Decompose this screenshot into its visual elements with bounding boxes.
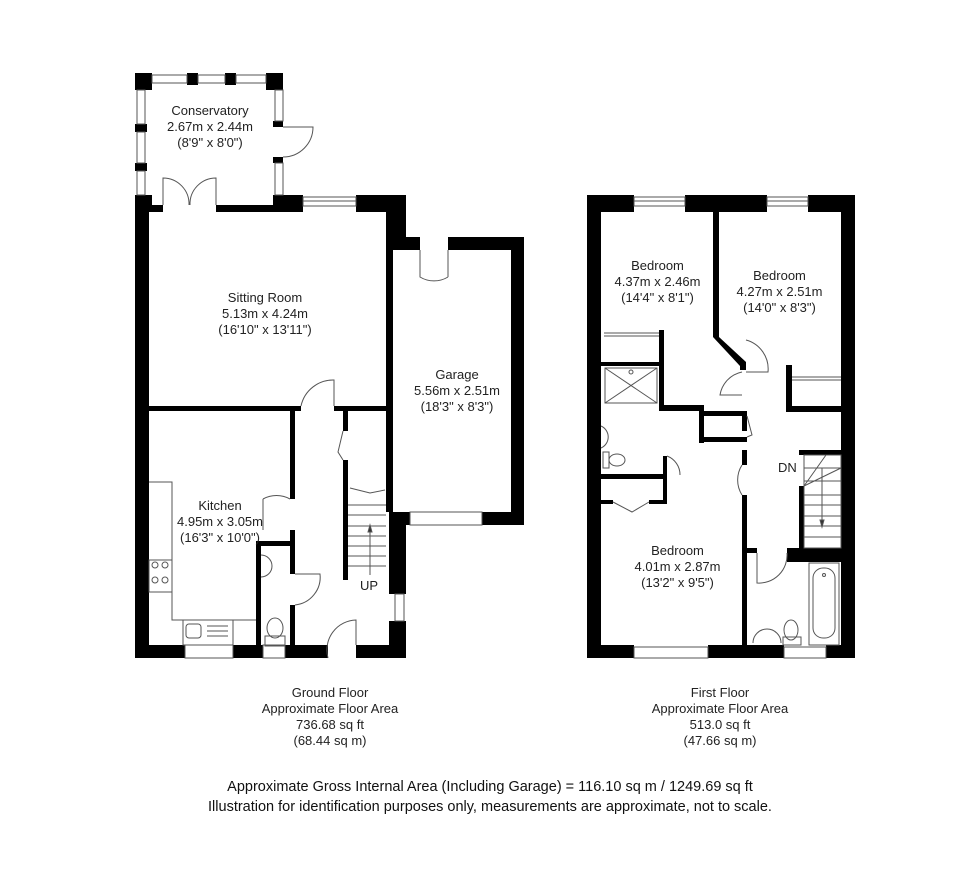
disclaimer: Illustration for identification purposes… [208, 799, 772, 815]
room-label-bedroom-1: Bedroom 4.37m x 2.46m (14'4" x 8'1") [600, 258, 715, 306]
room-dimensions-imperial: (16'10" x 13'11") [218, 322, 312, 337]
room-dimensions-imperial: (14'4" x 8'1") [621, 290, 694, 305]
floor-area-label: Approximate Floor Area [261, 701, 399, 716]
ground-floor-fixtures [136, 74, 483, 659]
room-dimensions-imperial: (18'3" x 8'3") [420, 399, 494, 414]
room-dimensions-metric: 4.27m x 2.51m [736, 284, 823, 299]
room-dimensions-imperial: (13'2" x 9'5") [641, 575, 714, 590]
first-floor-plan [587, 195, 855, 658]
room-name: Bedroom [651, 543, 704, 558]
room-dimensions-metric: 4.01m x 2.87m [634, 559, 721, 574]
room-dimensions-imperial: (14'0" x 8'3") [743, 300, 816, 315]
floor-area-sqm: (68.44 sq m) [293, 733, 367, 748]
room-dimensions-imperial: (16'3" x 10'0") [180, 530, 260, 545]
room-dimensions-metric: 5.56m x 2.51m [414, 383, 500, 398]
first-floor-caption: First Floor Approximate Floor Area 513.0… [620, 685, 820, 749]
room-name: Bedroom [631, 258, 684, 273]
room-label-kitchen: Kitchen 4.95m x 3.05m (16'3" x 10'0") [170, 498, 270, 546]
room-name: Kitchen [198, 498, 242, 513]
room-name: Garage [435, 367, 479, 382]
ground-floor-plan [135, 73, 524, 658]
room-label-conservatory: Conservatory 2.67m x 2.44m (8'9" x 8'0") [148, 103, 272, 151]
room-label-bedroom-3: Bedroom 4.01m x 2.87m (13'2" x 9'5") [615, 543, 740, 591]
room-name: Bedroom [753, 268, 806, 283]
stairs-up-label: UP [360, 578, 379, 593]
room-label-sitting-room: Sitting Room 5.13m x 4.24m (16'10" x 13'… [190, 290, 340, 338]
room-label-bedroom-2: Bedroom 4.27m x 2.51m (14'0" x 8'3") [722, 268, 837, 316]
ground-floor-caption: Ground Floor Approximate Floor Area 736.… [230, 685, 430, 749]
room-dimensions-imperial: (8'9" x 8'0") [177, 135, 243, 150]
room-name: Conservatory [171, 103, 249, 118]
room-name: Sitting Room [227, 290, 303, 305]
floor-title: Ground Floor [291, 685, 369, 700]
floor-area-label: Approximate Floor Area [651, 701, 789, 716]
room-dimensions-metric: 4.37m x 2.46m [614, 274, 701, 289]
floor-title: First Floor [690, 685, 750, 700]
stairs-down-label: DN [778, 460, 797, 475]
room-dimensions-metric: 5.13m x 4.24m [222, 306, 308, 321]
floor-area-sqft: 736.68 sq ft [296, 717, 364, 732]
room-label-garage: Garage 5.56m x 2.51m (18'3" x 8'3") [398, 367, 516, 415]
floor-area-sqft: 513.0 sq ft [689, 717, 751, 732]
floor-area-sqm: (47.66 sq m) [683, 733, 757, 748]
room-dimensions-metric: 2.67m x 2.44m [167, 119, 253, 134]
gross-internal-area: Approximate Gross Internal Area (Includi… [227, 779, 753, 795]
room-dimensions-metric: 4.95m x 3.05m [177, 514, 263, 529]
first-floor-fixtures [600, 196, 842, 659]
